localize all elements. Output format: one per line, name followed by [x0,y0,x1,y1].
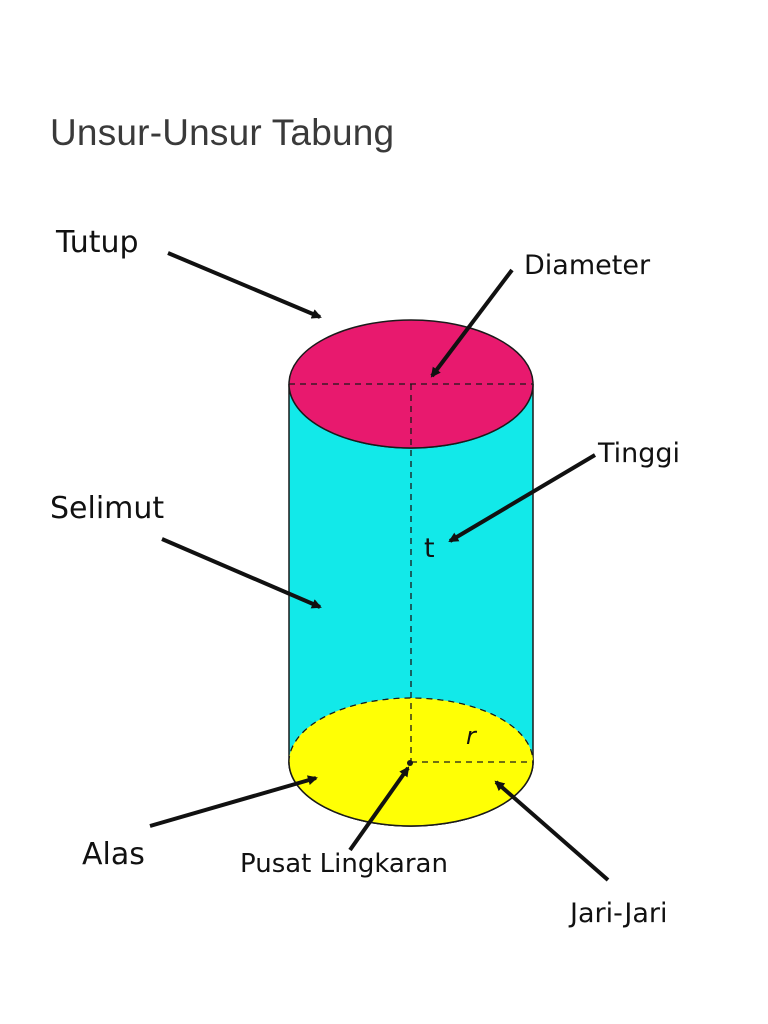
label-tinggi: Tinggi [597,438,680,469]
base-back-edge [288,697,534,763]
arrow-tutup [167,251,322,319]
arrow-diameter [430,268,514,378]
label-selimut: Selimut [50,491,164,526]
page-title: Unsur-Unsur Tabung [50,112,395,153]
label-jari-jari: Jari-Jari [568,898,667,929]
arrow-selimut [161,537,322,609]
label-pusat-lingkaran: Pusat Lingkaran [240,849,448,879]
center-point [407,760,413,766]
base-front-edge [288,761,534,827]
label-t-symbol: t [424,533,435,564]
arrow-pusat-lingkaran [348,766,410,852]
arrow-tinggi [448,453,597,543]
label-diameter: Diameter [524,250,651,281]
arrow-jari-jari [494,780,610,882]
label-tutup: Tutup [55,225,139,260]
label-alas: Alas [82,837,145,872]
label-r-symbol: r [466,722,478,750]
arrow-alas [149,775,318,828]
